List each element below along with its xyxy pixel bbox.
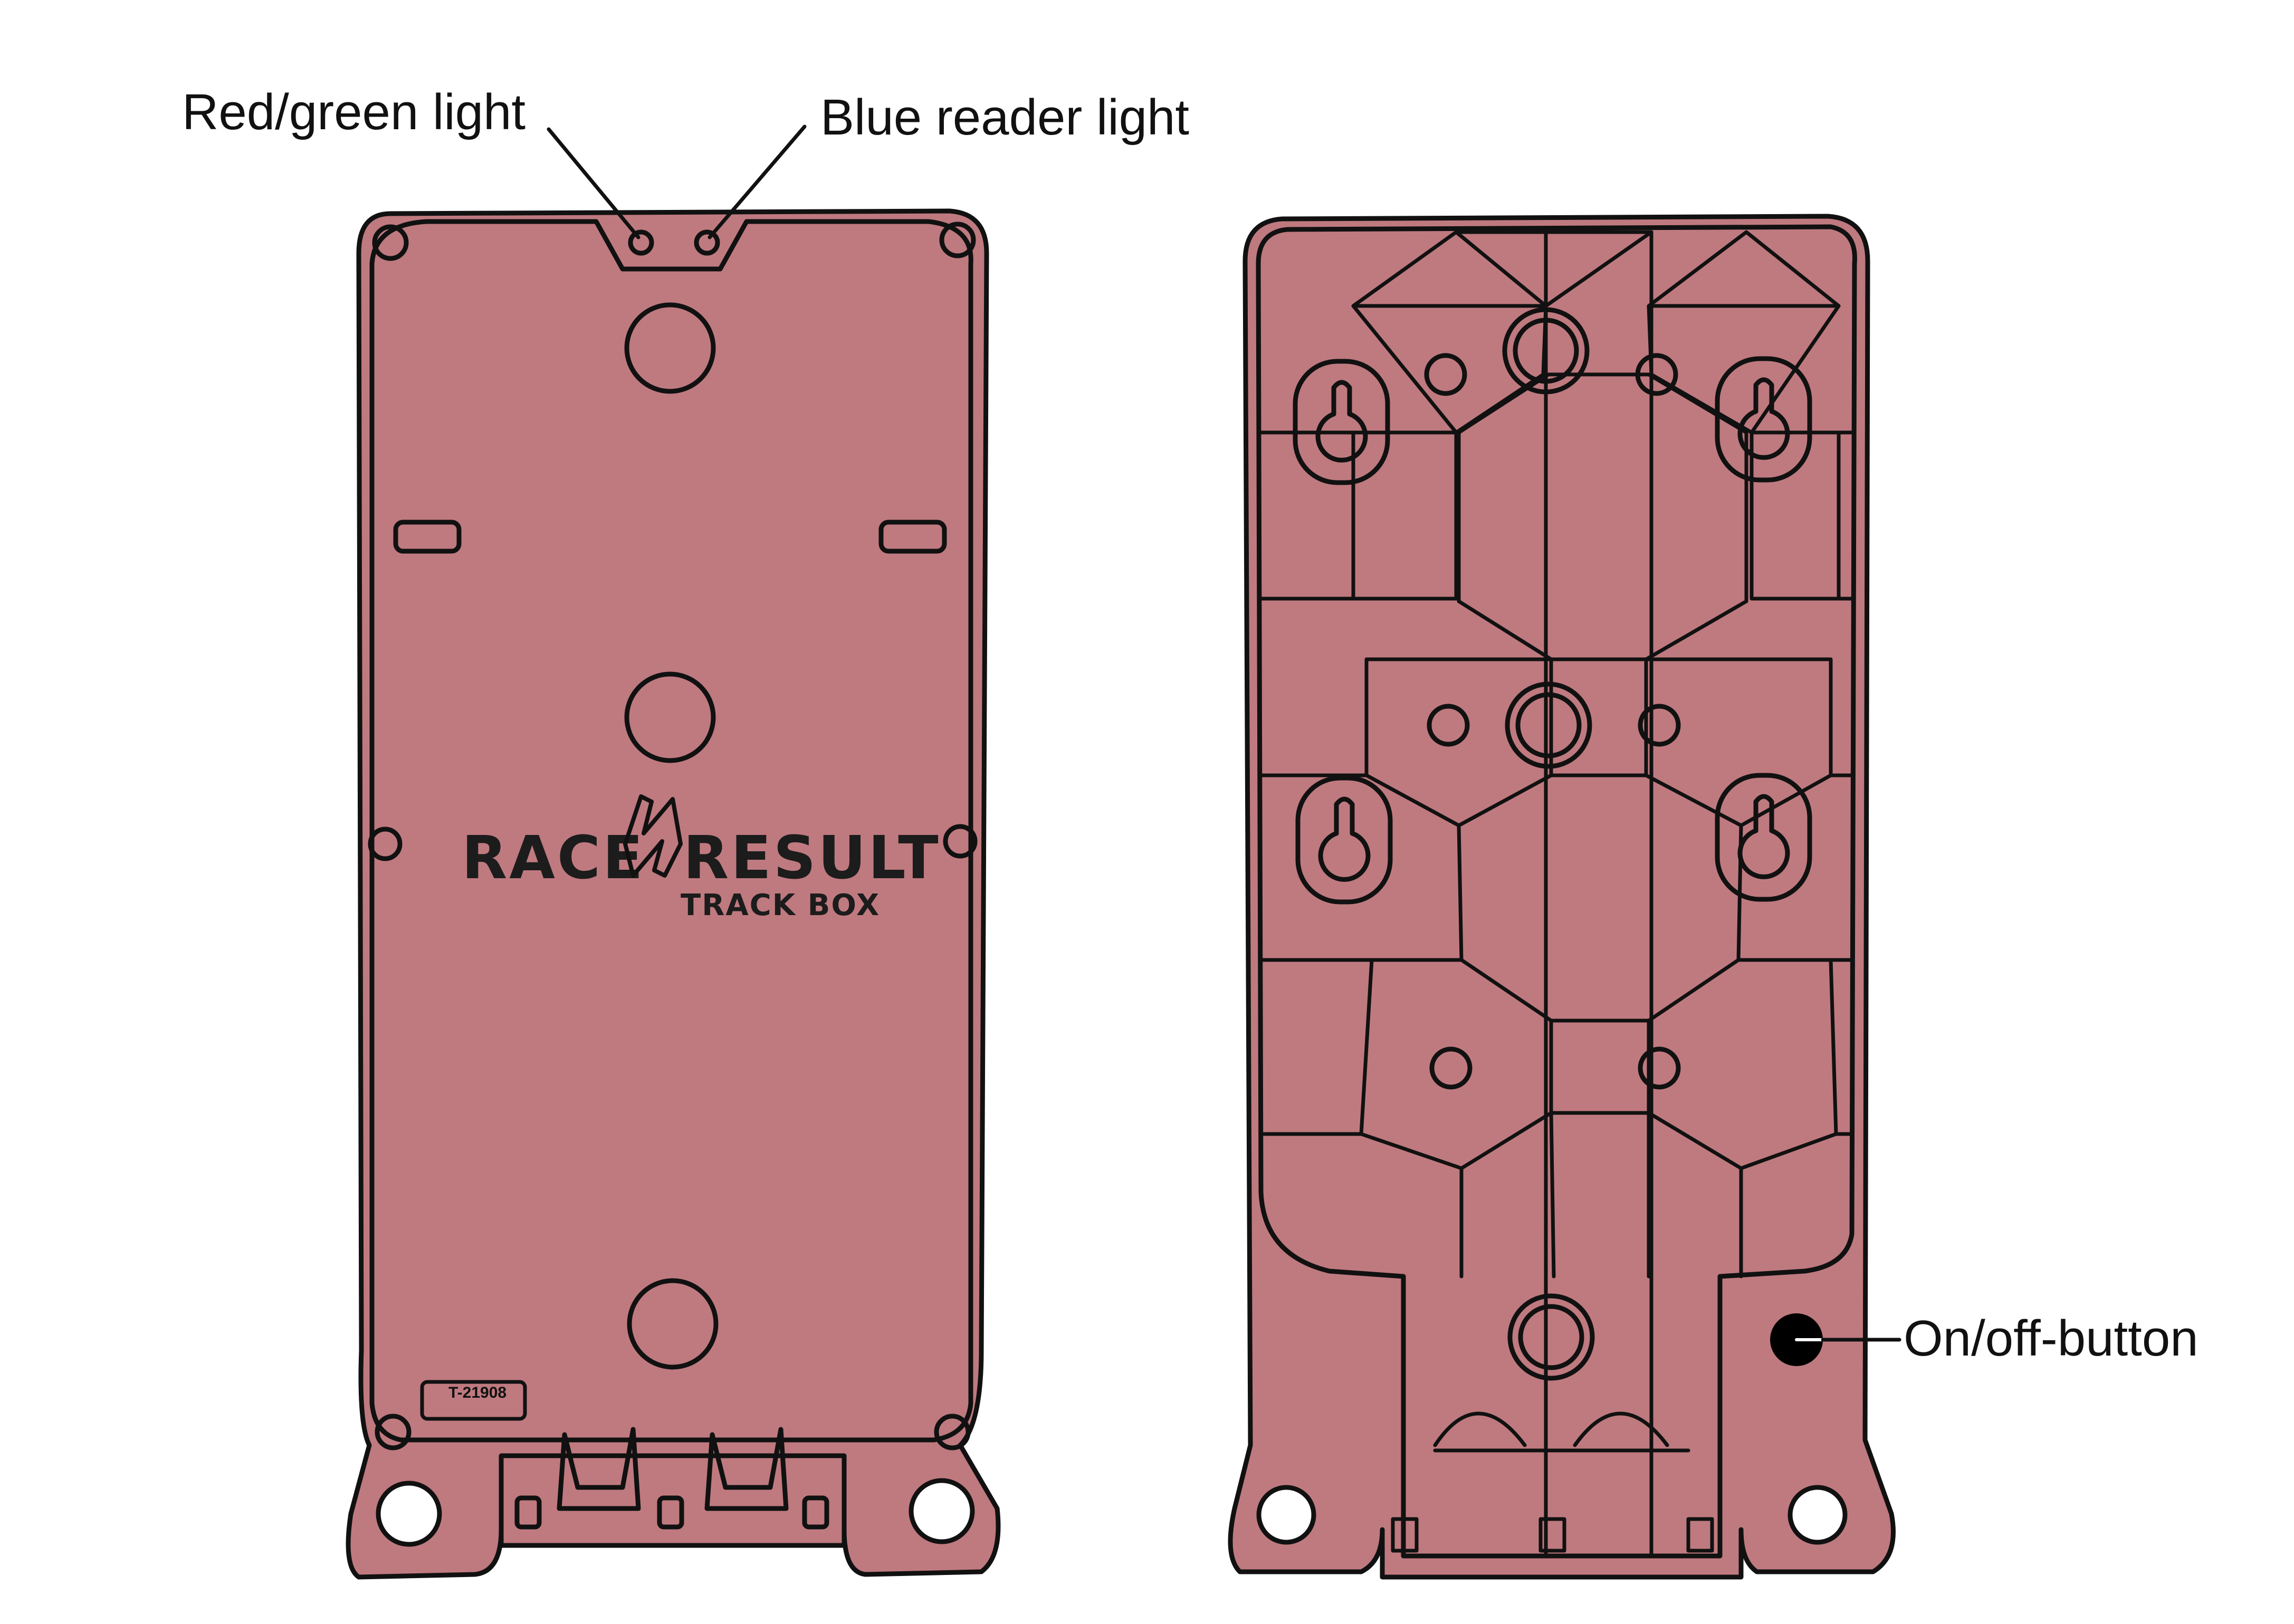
front-mount-hole-right [909,1478,975,1544]
back-pad-1 [1424,353,1467,396]
back-screw-boss-top-inner [1513,318,1579,384]
keyhole-mount-tr [1715,356,1812,483]
front-mount-hole-left [376,1481,442,1547]
back-screw-boss-bottom [1507,1293,1595,1381]
callouts: Red/green light Blue reader light On/off… [182,84,2199,1367]
back-housing [1228,214,1896,1580]
back-honeycomb-ribs [1259,230,1855,1279]
front-corner-screw-tr [939,222,976,258]
back-mount-hole-right [1788,1485,1848,1545]
red-green-light-icon [628,229,654,256]
brand-text-right: RESULT [683,824,941,892]
front-dimple-bottom [627,1278,719,1370]
serial-label: T-21908 [448,1384,506,1401]
back-screw-boss-middle [1505,681,1592,769]
front-connector-block [499,1453,847,1548]
back-pad-6 [1638,1046,1681,1090]
front-connector-pin-1 [514,1495,542,1530]
front-corner-screw-br [934,1414,971,1450]
back-screw-boss-middle-inner [1515,692,1582,758]
serial-label-box [420,1380,527,1421]
back-mount-hole-left [1256,1485,1316,1545]
callout-blue-reader-light: Blue reader light [820,89,1189,146]
front-slot-left [393,520,462,554]
callout-on-off-button: On/off-button [1904,1310,2199,1367]
back-view [1228,214,1896,1580]
callout-leader-blue-reader [708,124,807,239]
front-connector-pin-2 [657,1495,684,1530]
back-screw-boss-top [1502,307,1590,395]
front-slot-right [878,520,947,554]
back-screw-boss-bottom-inner [1518,1304,1584,1370]
back-center-rib [1544,230,1653,1558]
front-dimple-middle [624,671,716,763]
back-pad-5 [1429,1046,1473,1090]
back-pad-3 [1427,704,1470,747]
product-name: TRACK BOX [681,888,880,922]
front-connector-clip-right [704,1427,789,1511]
keyhole-mount-bl [1295,775,1393,905]
brand-logo-icon [623,794,683,878]
callout-red-green-light: Red/green light [182,84,525,140]
keyhole-mount-br [1715,773,1812,902]
back-bottom-slot-1 [1391,1517,1419,1553]
back-bottom-slot-2 [1538,1517,1566,1553]
back-inner-frame [1256,224,1857,1559]
front-corner-screw-mr [943,824,978,859]
back-pad-4 [1638,704,1681,747]
front-dimple-top [624,302,716,394]
front-view: RACE RESULT TRACK BOX T-21908 [346,208,1001,1580]
keyhole-mount-tl [1293,359,1390,485]
front-housing [346,208,1001,1580]
front-corner-screw-bl [375,1414,412,1450]
back-bottom-arches [1433,1411,1690,1453]
callout-leader-red-green [547,127,641,239]
brand-text-left: RACE [462,824,645,892]
front-corner-screw-ml [368,827,403,861]
blue-reader-light-icon [694,229,720,256]
back-bottom-slot-3 [1686,1517,1714,1553]
front-connector-clip-left [557,1427,641,1511]
front-corner-screw-tl [372,224,409,261]
back-pad-2 [1635,353,1678,396]
front-connector-pin-3 [802,1495,829,1530]
